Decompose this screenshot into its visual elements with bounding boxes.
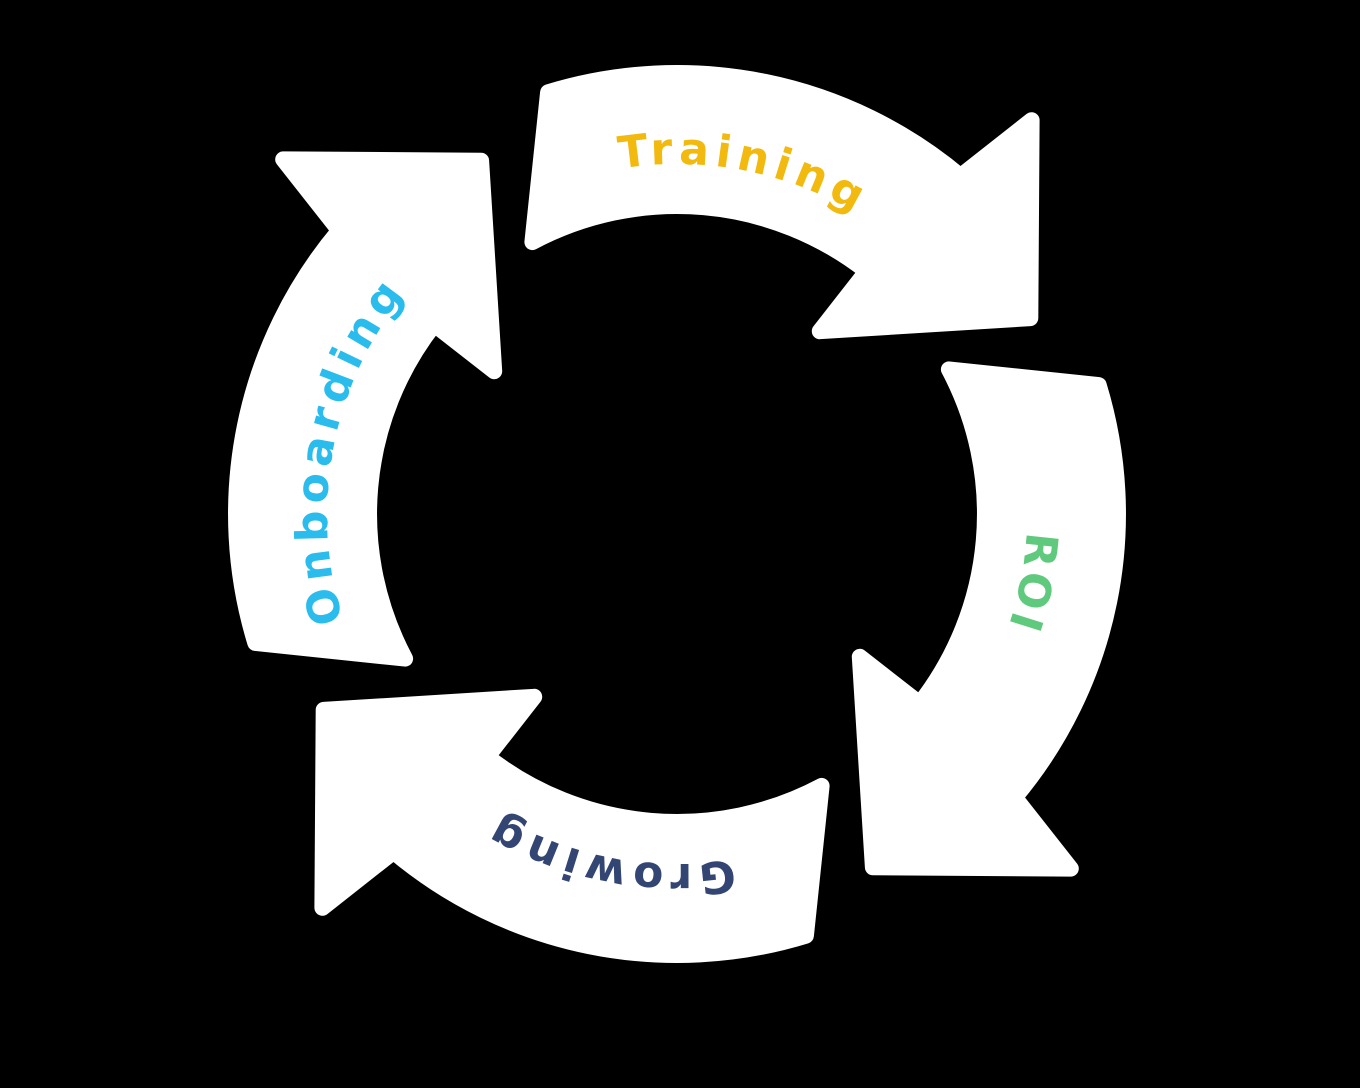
- arrow-top-segment: [532, 73, 1031, 331]
- arrow-bottom-segment: [322, 697, 821, 955]
- arrow-right-segment: [860, 369, 1118, 868]
- arrow-left-segment: [236, 159, 494, 658]
